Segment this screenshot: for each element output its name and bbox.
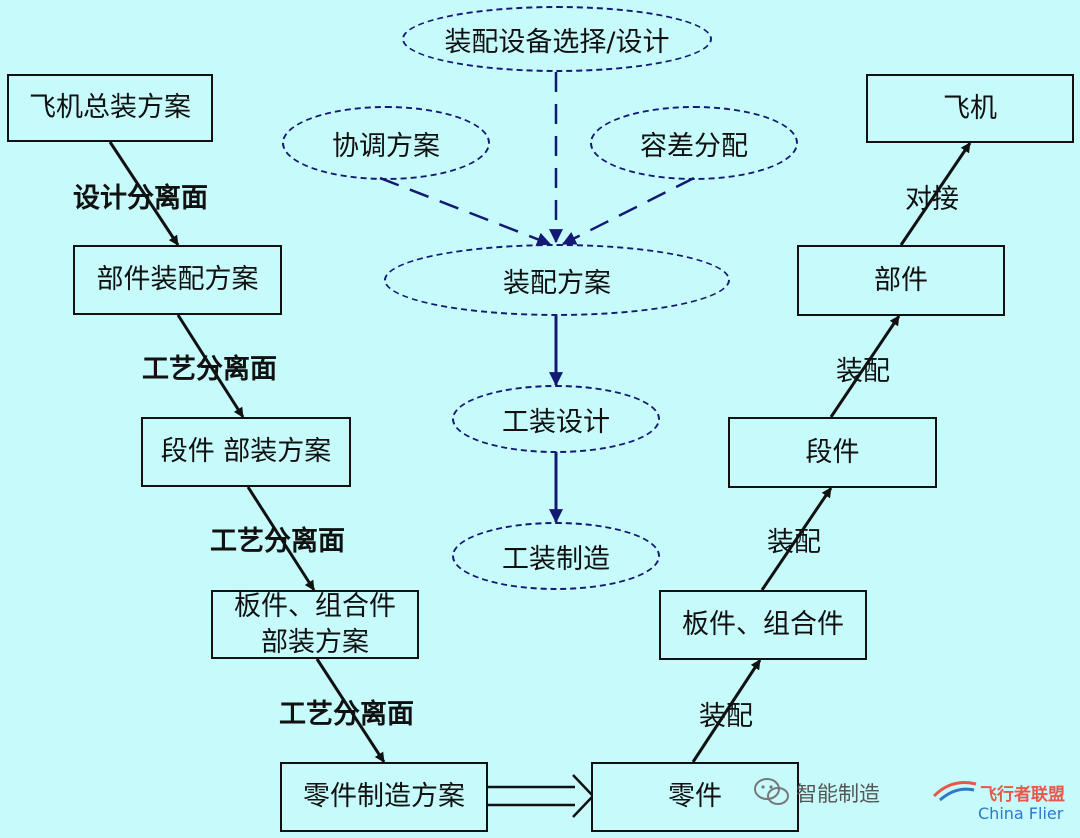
edge-component-to-aircraft (899, 142, 972, 246)
label-process-separation-2: 工艺分离面 (210, 526, 345, 557)
tooling-design-oval: 工装设计 (452, 385, 660, 453)
wechat-icon (754, 778, 789, 805)
label-assembly-1: 装配 (836, 356, 890, 387)
label-assembly-2: 装配 (767, 527, 821, 558)
aircraft-final-assembly-plan-box: 飞机总装方案 (7, 74, 213, 142)
section-subassembly-plan-box: 段件 部装方案 (141, 417, 351, 487)
watermark: 智能制造 飞行者联盟 China Flier (752, 770, 1078, 834)
aircraft-box: 飞机 (866, 74, 1074, 143)
part-box: 零件 (591, 762, 799, 832)
label-process-separation-3: 工艺分离面 (279, 699, 414, 730)
coordination-plan-oval: 协调方案 (282, 106, 490, 180)
edge-part-plan-to-part-double-arrow (488, 774, 595, 818)
component-assembly-plan-box: 部件装配方案 (73, 245, 282, 315)
edge-aircraft-plan-to-component-plan (108, 141, 180, 246)
edge-section-to-component (829, 315, 901, 418)
panel-assembly-box: 板件、组合件 (659, 590, 867, 660)
tolerance-allocation-oval: 容差分配 (590, 106, 798, 180)
edge-panel-to-section (760, 487, 833, 591)
watermark-sub-text: China Flier (978, 804, 1064, 823)
label-design-separation: 设计分离面 (73, 183, 208, 214)
equipment-selection-oval: 装配设备选择/设计 (402, 6, 712, 72)
panel-subassembly-plan-box: 板件、组合件 部装方案 (211, 590, 419, 659)
edge-component-plan-to-section-plan (176, 314, 245, 418)
edge-panel-plan-to-part-plan (315, 658, 386, 763)
component-box: 部件 (797, 245, 1005, 316)
watermark-right-text: 飞行者联盟 (980, 785, 1065, 805)
edge-section-plan-to-panel-plan (246, 486, 316, 591)
part-manufacturing-plan-box: 零件制造方案 (280, 762, 488, 832)
edge-part-to-panel (691, 659, 762, 763)
label-process-separation-1: 工艺分离面 (142, 354, 277, 385)
edge-coordination-to-assembly-plan (379, 176, 552, 246)
edge-tolerance-to-assembly-plan (561, 176, 695, 246)
plane-logo-icon (932, 781, 977, 802)
watermark-left-text: 智能制造 (796, 782, 880, 806)
label-docking: 对接 (905, 184, 959, 215)
tooling-manufacture-oval: 工装制造 (452, 522, 660, 590)
assembly-plan-oval: 装配方案 (384, 244, 730, 316)
section-box: 段件 (728, 417, 937, 488)
label-assembly-3: 装配 (699, 701, 753, 732)
